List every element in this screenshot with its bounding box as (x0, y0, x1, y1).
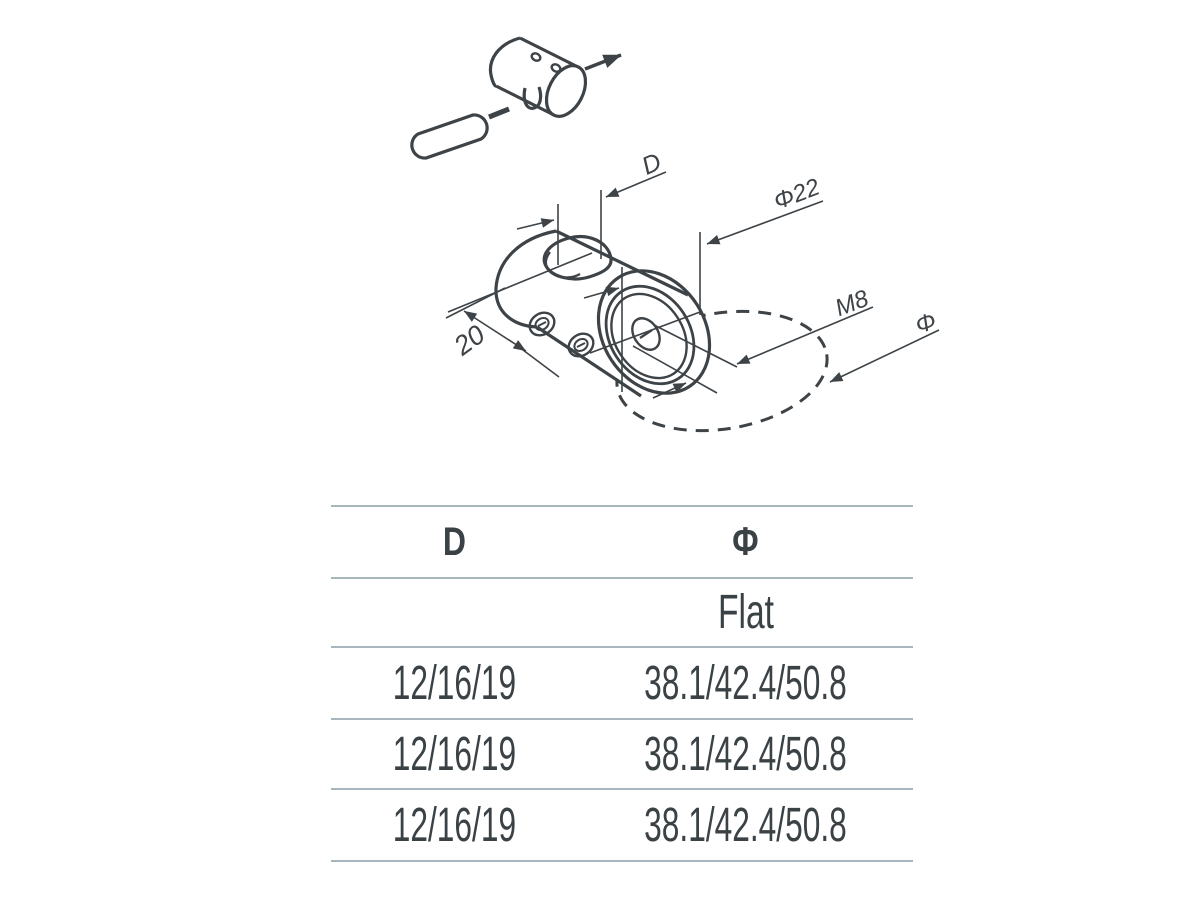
header-cell-d: D (331, 507, 578, 577)
body-top-edge (555, 229, 689, 297)
body-bottom-edge (536, 325, 642, 398)
col-header-d: D (443, 519, 467, 564)
dim-label-phi22: Φ22 (770, 174, 823, 216)
table-header-row: D Φ (331, 507, 913, 579)
screw-hole-2 (567, 332, 595, 358)
face-recess-inner-ring (610, 292, 688, 380)
table-row: 12/16/19 38.1/42.4/50.8 (331, 720, 913, 790)
cell-value: 38.1/42.4/50.8 (644, 727, 847, 781)
dim-label-d: D (638, 148, 666, 181)
cell-value: 12/16/19 (393, 727, 517, 781)
cell-value: 12/16/19 (393, 798, 517, 852)
dim-label-phi: Φ (912, 307, 940, 339)
screw-hole-1 (528, 311, 556, 337)
header-cell-phi: Φ (578, 507, 913, 577)
cell-value: 12/16/19 (393, 656, 517, 710)
dim-label-20: 20 (448, 319, 491, 362)
cell-value: 38.1/42.4/50.8 (644, 656, 847, 710)
cell-value: Flat (717, 586, 774, 639)
m8-hole (631, 317, 661, 351)
dashed-tube-ellipse (615, 309, 829, 433)
exploded-holder (488, 36, 588, 118)
main-body-drawing (494, 229, 829, 433)
col-header-phi: Φ (732, 519, 759, 564)
table-row: 12/16/19 38.1/42.4/50.8 (331, 790, 913, 862)
table-row: Flat (331, 579, 913, 648)
assembly-direction-arrow (584, 53, 622, 71)
spec-table: D Φ Flat 12/16/19 38.1/42.4/50.8 12/1 (331, 505, 913, 862)
insert-axis-dash (488, 106, 510, 120)
exploded-rod (410, 113, 489, 160)
exploded-view (410, 36, 622, 160)
top-bore-inner-lip (544, 251, 581, 279)
cell-value: 38.1/42.4/50.8 (644, 798, 847, 852)
table-row: 12/16/19 38.1/42.4/50.8 (331, 648, 913, 720)
dim-label-m8: M8 (831, 285, 872, 322)
